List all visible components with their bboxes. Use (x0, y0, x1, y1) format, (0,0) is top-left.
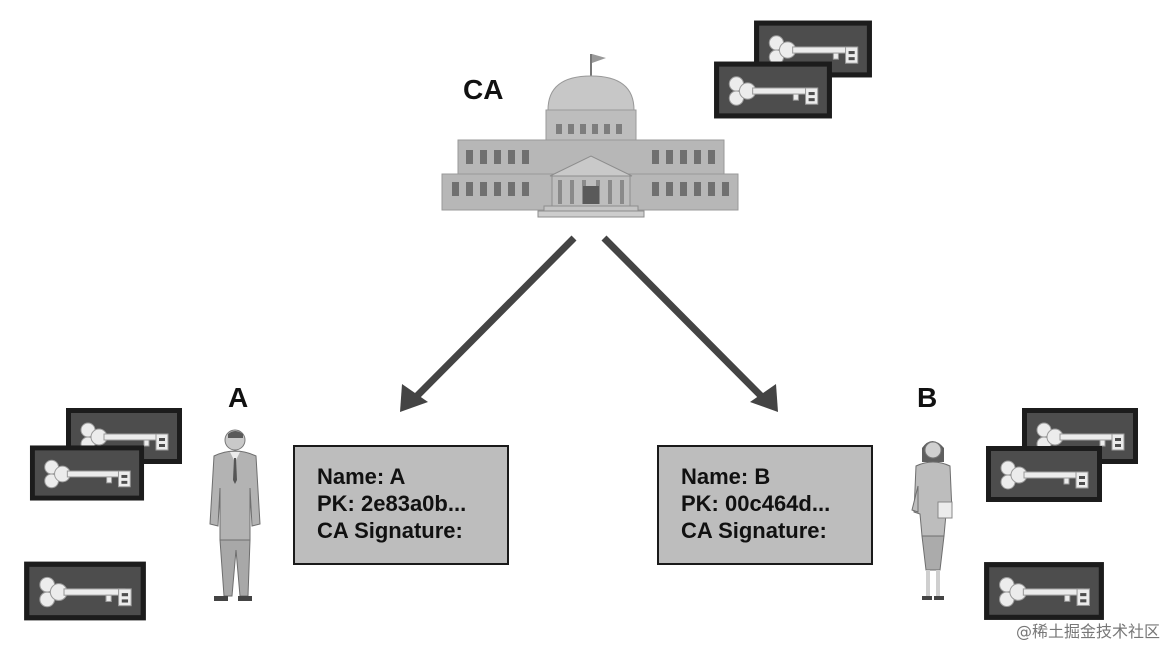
watermark: @稀土掘金技术社区 (1015, 622, 1160, 641)
party-a-label: A (228, 382, 249, 413)
woman-icon (911, 441, 953, 600)
arrow-to-a (407, 235, 577, 406)
arrow-to-b (601, 235, 771, 406)
a-key-front-icon (28, 442, 146, 504)
certificate-a-name: Name: A (317, 464, 406, 489)
b-key-front-icon (984, 443, 1104, 505)
certificate-a-pk: PK: 2e83a0b... (317, 491, 467, 516)
certificate-b-signature: CA Signature: (681, 518, 827, 543)
ca-building-icon (441, 54, 739, 218)
party-b-label: B (917, 382, 938, 413)
certificate-b-pk: PK: 00c464d... (681, 491, 831, 516)
ca-label: CA (463, 74, 504, 105)
certificate-b-name: Name: B (681, 464, 771, 489)
certificate-a: Name: A PK: 2e83a0b... CA Signature: (293, 445, 509, 565)
b-private-key-icon (982, 557, 1106, 625)
man-icon (209, 429, 261, 601)
certificate-a-signature: CA Signature: (317, 518, 463, 543)
certificate-b: Name: B PK: 00c464d... CA Signature: (657, 445, 873, 565)
a-private-key-icon (22, 557, 148, 625)
